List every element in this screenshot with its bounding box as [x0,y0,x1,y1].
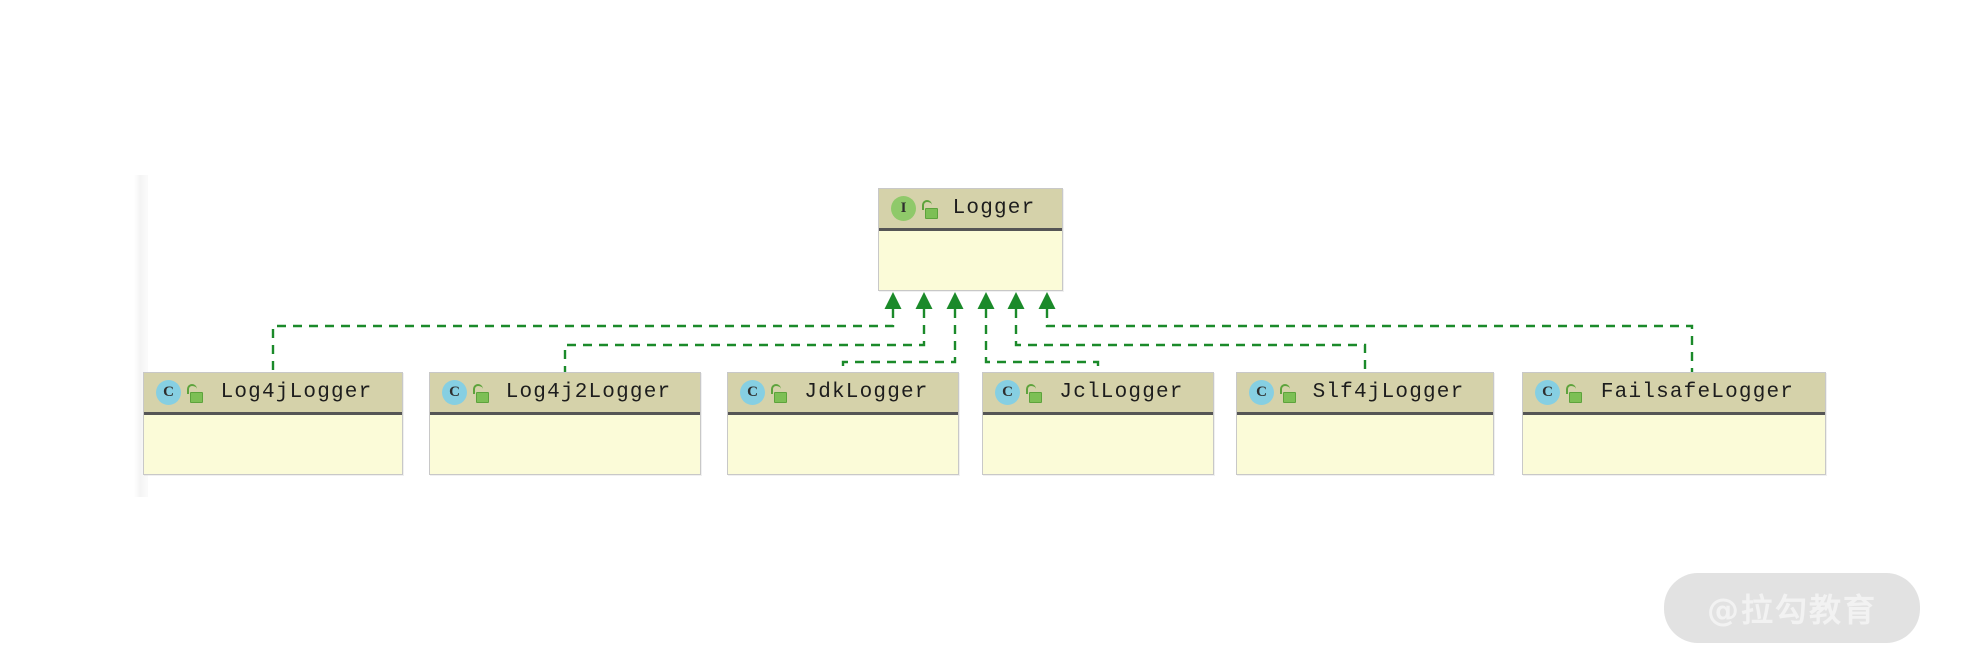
uml-node-members-slf4j [1237,415,1493,473]
uml-node-title-jdk: JdkLogger [804,381,929,404]
realization-line [1045,309,1694,372]
uml-node-header-log4j2: C Log4j2Logger [430,373,700,415]
unlock-icon [1278,383,1296,403]
unlock-icon [769,383,787,403]
uml-node-header-slf4j: C Slf4jLogger [1237,373,1493,415]
uml-node-title-failsafe: FailsafeLogger [1600,381,1795,404]
uml-node-members-jdk [728,415,958,473]
unlock-icon [471,383,489,403]
uml-node-log4j2[interactable]: C Log4j2Logger [429,372,701,475]
uml-node-logger[interactable]: I Logger [878,188,1063,291]
realization-arrowhead [1038,292,1056,309]
realization-line [1014,309,1367,372]
unlock-icon [1024,383,1042,403]
edge-failsafe-to-logger [1038,292,1694,372]
uml-node-header-failsafe: C FailsafeLogger [1523,373,1825,415]
realization-arrowhead [915,292,933,309]
realization-arrowhead [1007,292,1025,309]
realization-arrowhead [977,292,995,309]
realization-line [841,309,957,372]
uml-node-title-jcl: JclLogger [1059,381,1184,404]
unlock-icon [1564,383,1582,403]
watermark-text: @拉勾教育 [1706,591,1877,629]
uml-node-header-logger: I Logger [879,189,1062,231]
uml-node-header-jdk: C JdkLogger [728,373,958,415]
realization-arrowhead [946,292,964,309]
uml-node-jcl[interactable]: C JclLogger [982,372,1214,475]
uml-node-header-jcl: C JclLogger [983,373,1213,415]
edge-log4j-to-logger [271,292,902,372]
class-badge-icon: C [1249,380,1274,405]
uml-node-slf4j[interactable]: C Slf4jLogger [1236,372,1494,475]
watermark: @拉勾教育 [1664,573,1920,643]
uml-node-members-log4j [144,415,402,473]
uml-node-title-slf4j: Slf4jLogger [1312,381,1465,404]
edge-log4j2-to-logger [563,292,933,372]
uml-node-members-jcl [983,415,1213,473]
edge-jcl-to-logger [977,292,1100,372]
uml-node-title-log4j: Log4jLogger [220,381,373,404]
unlock-icon [920,199,938,219]
uml-node-members-log4j2 [430,415,700,473]
class-badge-icon: C [995,380,1020,405]
uml-node-log4j[interactable]: C Log4jLogger [143,372,403,475]
uml-node-failsafe[interactable]: C FailsafeLogger [1522,372,1826,475]
uml-node-jdk[interactable]: C JdkLogger [727,372,959,475]
realization-arrowhead [884,292,902,309]
class-badge-icon: C [740,380,765,405]
class-badge-icon: C [156,380,181,405]
uml-node-title-logger: Logger [952,197,1036,220]
uml-node-title-log4j2: Log4j2Logger [505,381,672,404]
realization-line [563,309,926,372]
unlock-icon [185,383,203,403]
class-badge-icon: C [1535,380,1560,405]
edge-jdk-to-logger [841,292,964,372]
interface-badge-icon: I [891,196,916,221]
realization-line [984,309,1100,372]
realization-line [271,309,895,372]
uml-node-members-failsafe [1523,415,1825,473]
uml-node-header-log4j: C Log4jLogger [144,373,402,415]
class-badge-icon: C [442,380,467,405]
edge-slf4j-to-logger [1007,292,1367,372]
uml-node-members-logger [879,231,1062,289]
